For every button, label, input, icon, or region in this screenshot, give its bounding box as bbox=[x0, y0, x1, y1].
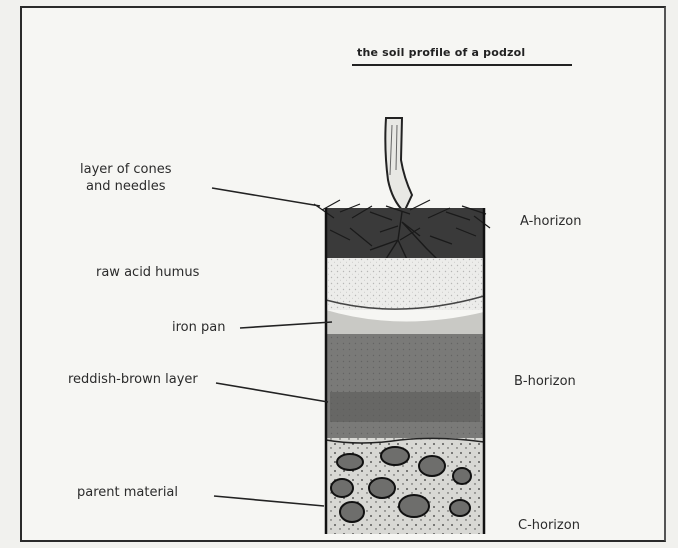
label-cones-line1: layer of cones bbox=[80, 161, 172, 178]
label-parent-material: parent material bbox=[77, 485, 178, 500]
label-cones-line2: and needles bbox=[80, 178, 172, 195]
a-horizon-litter bbox=[326, 208, 484, 258]
label-raw-acid-humus: raw acid humus bbox=[96, 265, 199, 280]
label-a-horizon: A-horizon bbox=[520, 214, 581, 229]
label-b-horizon: B-horizon bbox=[514, 374, 576, 389]
iron-pan-layer bbox=[326, 310, 484, 334]
label-c-horizon: C-horizon bbox=[518, 518, 580, 533]
label-reddish-brown-layer: reddish-brown layer bbox=[68, 372, 198, 387]
reddish-pointer bbox=[216, 383, 328, 402]
cones-pointer bbox=[212, 188, 320, 206]
label-iron-pan: iron pan bbox=[172, 320, 225, 335]
iron-pan-pointer bbox=[240, 322, 332, 328]
parent-pointer bbox=[214, 496, 324, 506]
plant-stem bbox=[385, 118, 412, 212]
label-cones-needles: layer of cones and needles bbox=[80, 161, 172, 195]
